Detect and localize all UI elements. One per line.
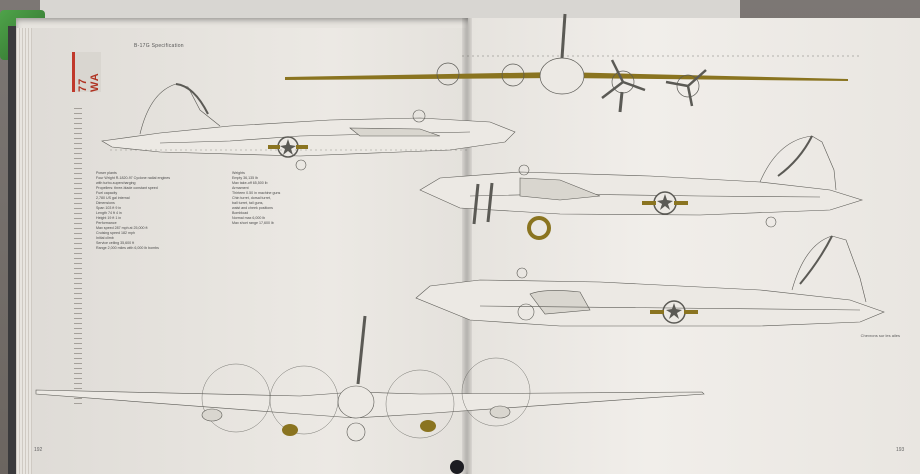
spec-line: Chin turret, dorsal turret,	[232, 196, 271, 200]
spec-line: Normal max 6,000 lb	[232, 216, 266, 220]
spec-line: Length 74 ft 4 in	[96, 211, 122, 215]
spec-line: Armament	[232, 186, 249, 190]
side-view-aircraft-middle	[419, 135, 864, 240]
plan-view-aircraft	[35, 315, 705, 442]
spec-line: waist and cheek positions	[232, 206, 273, 210]
spec-line: Cruising speed 182 mph	[96, 231, 135, 235]
page-number-right: 193	[896, 447, 905, 453]
binding-hole	[450, 460, 464, 474]
page-number-left: 192	[34, 447, 43, 453]
page-heading: B-17G Specification	[134, 43, 184, 49]
spec-line: Empty 36,135 lb	[232, 176, 258, 180]
book-gutter	[462, 18, 472, 474]
section-tab: 77 WA	[72, 52, 101, 92]
spec-line: Span 103 ft 9 in	[96, 206, 122, 210]
spec-line: Thirteen 0.50 in machine guns	[232, 191, 281, 195]
page-stack-edge	[16, 28, 32, 474]
spec-line: Max speed 287 mph at 25,000 ft	[96, 226, 148, 230]
spec-line: Height 19 ft 1 in	[96, 216, 122, 220]
side-view-aircraft-top	[101, 83, 516, 171]
spec-line: Weights	[232, 171, 245, 175]
spec-line: Fuel capacity	[96, 191, 118, 195]
drawing-caption: Chevrons sur les ailes	[860, 333, 900, 338]
side-scale	[74, 108, 82, 408]
spec-line: ball turret, tail guns,	[232, 201, 264, 205]
front-view-aircraft	[285, 13, 862, 113]
spec-line: Propellers: three-blade constant speed	[96, 186, 158, 190]
spec-line: with turbo-supercharging	[96, 181, 136, 185]
spec-line: Initial climb	[96, 236, 114, 240]
spec-line: Bombload	[232, 211, 249, 215]
spec-line: 2,780 US gal internal	[96, 196, 130, 200]
spec-line: Four Wright R-1820-97 Cyclone radial eng…	[96, 176, 171, 180]
spec-line: Max short range 17,600 lb	[232, 221, 274, 225]
side-view-aircraft-bottom	[415, 235, 885, 327]
spec-line: Max take-off 65,500 lb	[232, 181, 268, 185]
spec-line: Power plants	[96, 171, 117, 175]
spec-line: Performance	[96, 221, 117, 225]
spec-line: Dimensions	[96, 201, 115, 205]
spec-line: Service ceiling 35,600 ft	[96, 241, 135, 245]
spec-line: Range 2,000 miles with 6,000 lb bombs	[96, 246, 159, 250]
